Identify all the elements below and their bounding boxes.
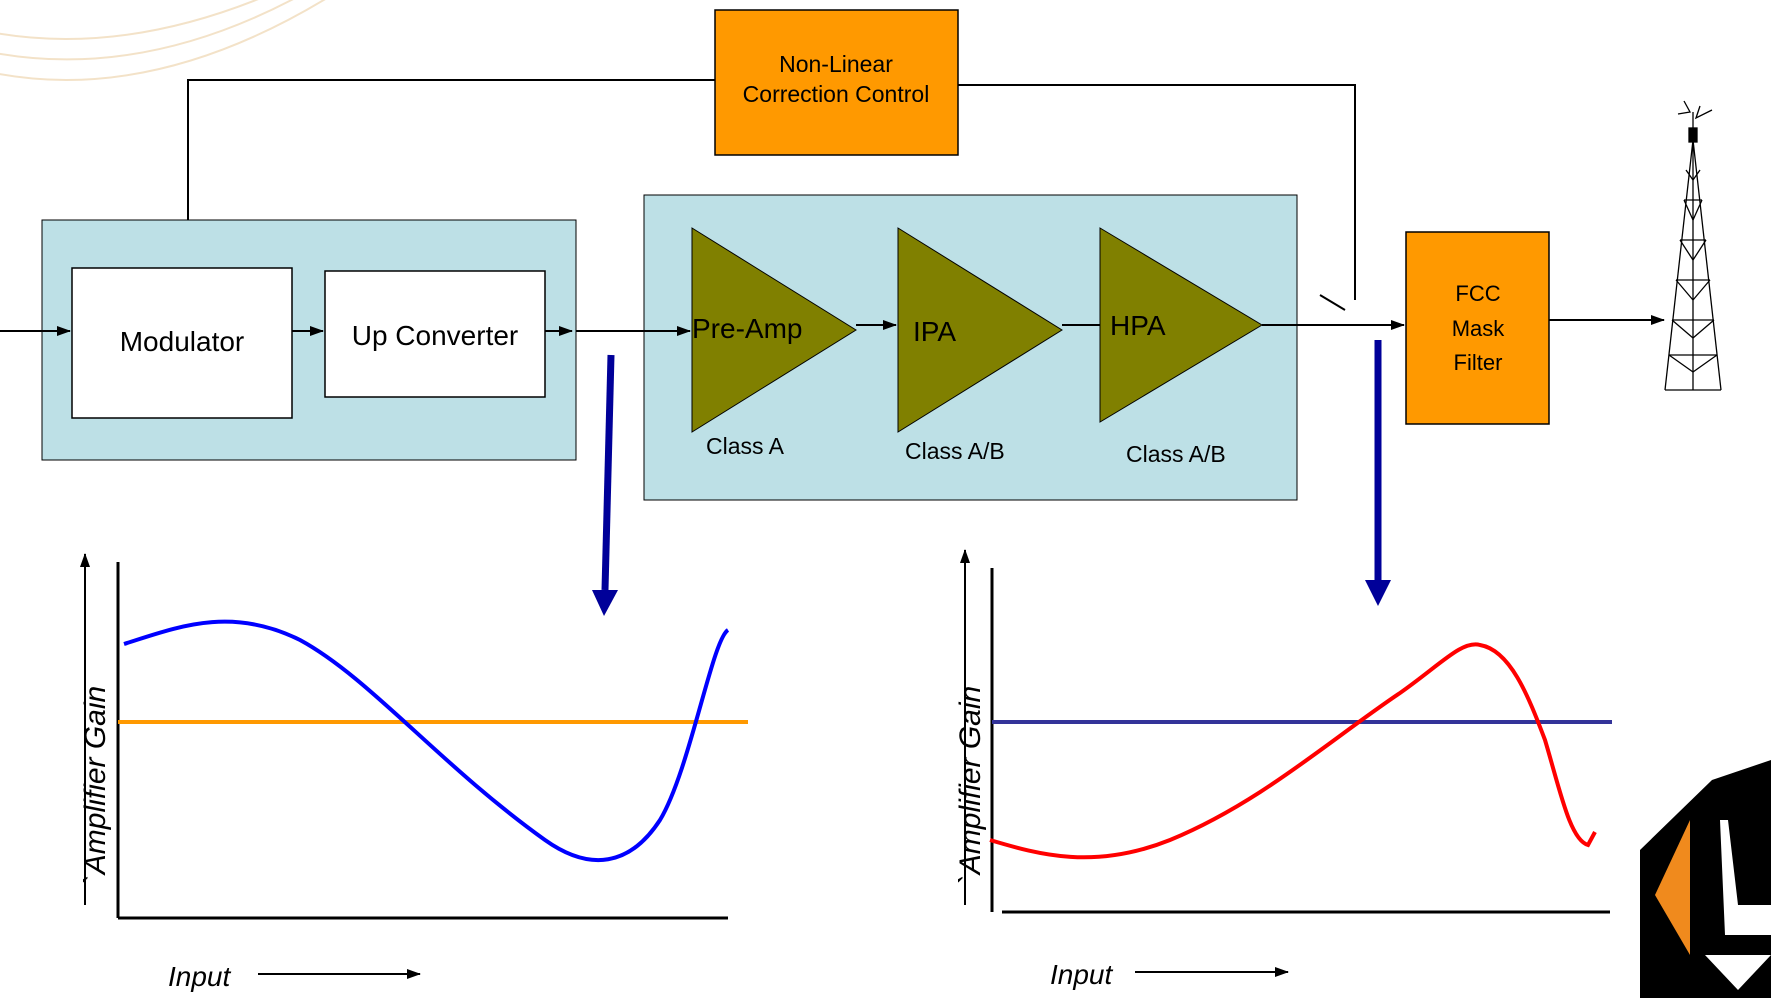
fcc-label-line3: Filter (1454, 350, 1503, 375)
gain-graph-left: `Amplifier Gain Input (79, 553, 748, 992)
nlcc-label-line1: Non-Linear (779, 51, 893, 77)
hpa-class-label: Class A/B (1126, 441, 1226, 467)
hpa-label: HPA (1110, 310, 1166, 341)
up-converter-block (324, 270, 546, 398)
modulator-label: Modulator (120, 326, 245, 357)
modulator-panel: Modulator Up Converter (41, 219, 577, 461)
ipa-label: IPA (913, 316, 956, 347)
up-converter-label: Up Converter (352, 320, 519, 351)
signal-path (0, 315, 1665, 336)
feedback-lines (183, 79, 1356, 311)
pointer-arrow-right-head (1365, 580, 1391, 606)
ipa-triangle (897, 227, 1063, 433)
pointer-arrow-left-head (592, 590, 618, 616)
background-arcs (0, 0, 326, 81)
amplifier-panel: Pre-Amp IPA HPA Class A Class A/B Class … (643, 194, 1298, 501)
fcc-label-line1: FCC (1455, 281, 1500, 306)
nlcc-label-line2: Correction Control (743, 81, 930, 107)
company-logo (1640, 760, 1771, 998)
pointer-arrows (592, 340, 1391, 616)
pre-amp-class-label: Class A (706, 433, 785, 459)
radio-tower-icon (1664, 100, 1722, 391)
gain-graph-right: `Amplifier Gain Input (954, 549, 1612, 990)
pre-amp-triangle (691, 227, 857, 433)
gain-curve-right (989, 642, 1597, 860)
y-axis-label-left: `Amplifier Gain (79, 686, 112, 884)
x-axis-label-right: Input (1050, 959, 1113, 990)
x-axis-label-left: Input (168, 961, 231, 992)
ipa-class-label: Class A/B (905, 438, 1005, 464)
fcc-mask-filter-block: FCC Mask Filter (1405, 231, 1550, 425)
fcc-label-line2: Mask (1452, 316, 1506, 341)
y-axis-label-right: `Amplifier Gain (954, 686, 987, 884)
modulator-block (71, 267, 293, 419)
gain-curve-left (123, 619, 730, 862)
nonlinear-correction-control-block: Non-Linear Correction Control (714, 9, 959, 156)
pre-amp-label: Pre-Amp (692, 313, 802, 344)
